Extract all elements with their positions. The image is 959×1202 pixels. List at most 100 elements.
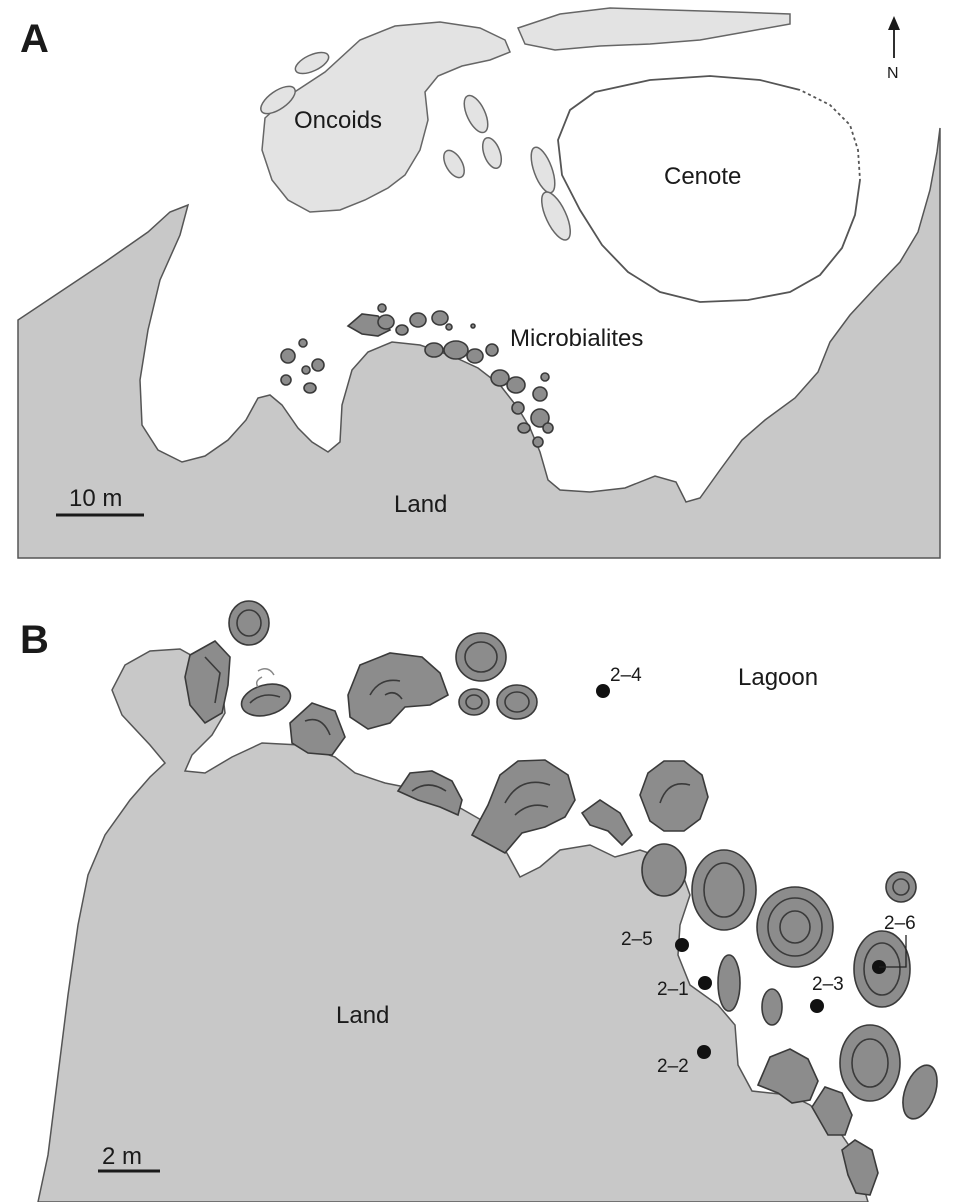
microbialite-ring — [892, 878, 910, 896]
microbialite — [240, 683, 292, 717]
microbialite-ring — [659, 783, 691, 804]
microbialite — [443, 340, 469, 360]
microbialite-ring — [779, 910, 811, 944]
site-leader-2-6 — [879, 935, 907, 968]
microbialite — [424, 342, 444, 358]
microbialite — [298, 338, 308, 348]
microbialite — [691, 849, 757, 931]
north-arrow-icon — [888, 16, 900, 58]
microbialites-label: Microbialites — [510, 325, 643, 352]
microbialite-ring — [703, 862, 745, 918]
site-marker-2-4 — [596, 684, 610, 698]
site-marker-2-2 — [697, 1045, 711, 1059]
microbialite-ring — [411, 784, 447, 792]
microbialite-ring — [304, 718, 331, 736]
microbialite-ring — [236, 609, 262, 637]
site-label-2-5: 2–5 — [621, 929, 653, 950]
microbialite — [445, 323, 453, 331]
land-label-a: Land — [394, 491, 447, 518]
land-label-b: Land — [336, 1002, 389, 1029]
scale-label-b: 2 m — [102, 1143, 142, 1170]
microbialite — [280, 374, 292, 386]
microbialite — [228, 600, 270, 646]
microbialite — [542, 422, 554, 434]
microbialite — [540, 372, 550, 382]
microbialite-ring — [465, 694, 483, 710]
microbialite — [470, 759, 576, 855]
microbialite — [431, 310, 449, 326]
microbialite-ghost — [255, 668, 275, 688]
microbialite — [466, 348, 484, 364]
microbialite — [530, 408, 550, 428]
site-marker-2-5 — [675, 938, 689, 952]
microbialite — [470, 323, 476, 329]
microbialite — [511, 401, 525, 415]
microbialite-ring — [504, 781, 551, 816]
microbialite — [490, 369, 510, 387]
microbialite — [395, 324, 409, 336]
site-label-2-4: 2–4 — [610, 665, 642, 686]
microbialite-ring — [863, 942, 901, 996]
site-label-2-3: 2–3 — [812, 974, 844, 995]
oncoid-patch — [530, 146, 556, 194]
microbialite — [641, 843, 687, 897]
microbialite — [756, 1048, 819, 1104]
oncoid-patch — [541, 191, 571, 241]
oncoid-patch — [443, 149, 465, 179]
microbialite — [347, 652, 449, 730]
oncoids-island-main — [261, 21, 511, 213]
microbialite — [377, 303, 387, 313]
microbialite — [839, 1024, 901, 1102]
panel-b-map: B Lagoon Land 2–4 2–5 2–1 2–2 2–3 2–6 2 … — [0, 595, 959, 1202]
microbialite — [455, 632, 507, 682]
site-label-2-6: 2–6 — [884, 913, 916, 934]
microbialites-cluster-a — [280, 303, 554, 448]
microbialite — [717, 954, 741, 1012]
panel-a-map: A Oncoids Cenote Microbialites Land N 10… — [0, 0, 959, 560]
microbialite-ring — [504, 691, 530, 713]
microbialite — [280, 348, 296, 364]
microbialite — [517, 422, 531, 434]
microbialite — [580, 799, 633, 847]
land-area-b — [37, 648, 869, 1202]
microbialite-ring — [464, 641, 498, 673]
microbialite — [761, 988, 783, 1026]
oncoid-patch — [463, 94, 489, 134]
microbialite — [811, 1086, 853, 1136]
site-marker-2-3 — [810, 999, 824, 1013]
panel-b-svg: B Lagoon Land 2–4 2–5 2–1 2–2 2–3 2–6 2 … — [20, 600, 938, 1202]
microbialite — [841, 1139, 879, 1196]
oncoid-patch — [481, 136, 503, 170]
microbialite — [885, 871, 917, 903]
panel-a-svg: A Oncoids Cenote Microbialites Land N 10… — [17, 7, 941, 559]
oncoids-island-upper-right — [516, 7, 791, 51]
microbialite-ring — [851, 1038, 889, 1088]
scale-label-a: 10 m — [69, 485, 122, 512]
site-marker-2-1 — [698, 976, 712, 990]
cenote-label: Cenote — [664, 163, 741, 190]
microbialite — [301, 365, 311, 375]
microbialite — [396, 770, 463, 817]
microbialite — [409, 312, 427, 328]
microbialite — [184, 639, 231, 725]
panel-a-letter: A — [20, 17, 49, 61]
microbialite — [496, 684, 538, 720]
site-label-2-1: 2–1 — [657, 979, 689, 1000]
site-label-2-2: 2–2 — [657, 1056, 689, 1077]
microbialite-ring — [767, 897, 823, 957]
microbialite — [377, 314, 395, 330]
microbialite-ring — [204, 656, 221, 704]
microbialite — [506, 376, 526, 394]
microbialite-ring — [249, 694, 281, 704]
oncoid-patch — [294, 51, 330, 75]
north-label: N — [887, 65, 899, 82]
sample-sites: 2–4 2–5 2–1 2–2 2–3 2–6 — [596, 665, 916, 1077]
lagoon-label: Lagoon — [738, 664, 818, 691]
cenote-dotted-edge — [799, 88, 862, 181]
oncoids-label: Oncoids — [294, 107, 382, 134]
microbialite — [532, 436, 544, 448]
microbialite — [485, 343, 499, 357]
panel-b-letter: B — [20, 618, 49, 662]
microbialite — [311, 358, 325, 372]
cenote-outline — [557, 75, 861, 303]
